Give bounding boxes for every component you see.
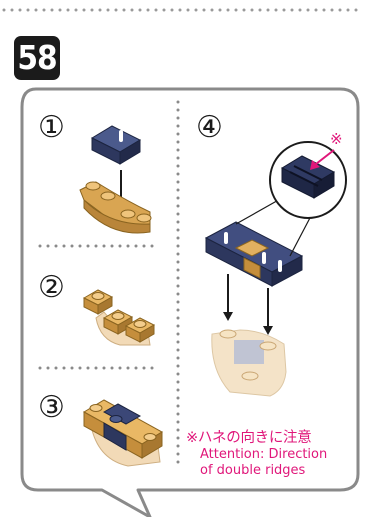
step-2-number: ②	[38, 270, 65, 305]
note-japanese: ※ハネの向きに注意	[186, 430, 312, 446]
step3-illustration	[82, 399, 164, 467]
step-number-badge: 58	[14, 36, 60, 80]
step-1-number: ①	[38, 110, 65, 145]
note-english-line2: of double ridges	[200, 463, 306, 478]
step-4-number: ④	[196, 110, 223, 145]
callout-marker: ※	[330, 130, 343, 148]
note-english-line1: Attention: Direction	[200, 447, 328, 462]
step1-illustration	[79, 125, 152, 234]
step-3-number: ③	[38, 390, 65, 425]
step2-illustration	[82, 289, 156, 346]
step4-illustration	[204, 141, 347, 397]
attention-note: ※ハネの向きに注意 Attention: Direction of double…	[186, 429, 362, 479]
